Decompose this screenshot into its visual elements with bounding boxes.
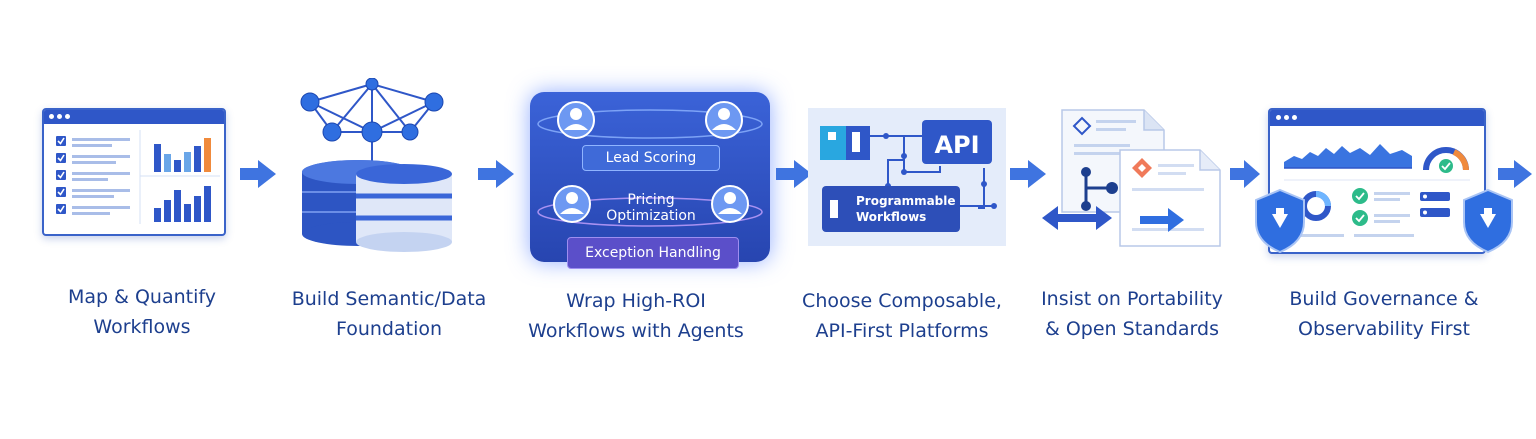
api-workflow-icon — [808, 108, 1006, 246]
step6-caption-line1: Build Governance & — [1289, 288, 1479, 310]
agents-icon — [537, 101, 763, 227]
step3-caption-line1: Wrap High-ROI — [566, 290, 706, 312]
shield-icon — [1463, 188, 1513, 254]
programmable-label-line1: Programmable — [856, 194, 956, 208]
step2-caption-line1: Build Semantic/Data — [291, 288, 487, 310]
database-network-icon — [300, 78, 452, 252]
pricing-label-line2: Optimization — [606, 208, 696, 224]
step4-caption-line1: Choose Composable, — [802, 290, 1002, 312]
step2-caption-line2: Foundation — [335, 318, 443, 340]
pricing-label-line1: Pricing — [627, 192, 675, 208]
documents-exchange-icon — [1042, 109, 1221, 247]
step4-caption-line2: API-First Platforms — [815, 320, 989, 342]
step1-caption-line2: Workflows — [93, 316, 191, 338]
arrow-icon — [478, 160, 514, 188]
arrow-icon — [1498, 160, 1532, 188]
lead-scoring-label: Lead Scoring — [582, 145, 720, 171]
programmable-label-line2: Workflows — [856, 210, 927, 224]
step3-caption-line2: Workflows with Agents — [528, 320, 744, 342]
step5-caption-line1: Insist on Portability — [1041, 288, 1223, 310]
shield-icon — [1255, 188, 1305, 254]
step6-caption-line2: Observability First — [1298, 318, 1470, 340]
api-label: API — [934, 131, 980, 159]
step5-caption-line2: & Open Standards — [1045, 318, 1219, 340]
checklist-chart-icon — [56, 130, 220, 224]
arrow-icon — [776, 160, 812, 188]
arrow-icon — [240, 160, 276, 188]
arrow-icon — [1010, 160, 1046, 188]
exception-handling-label: Exception Handling — [567, 237, 739, 269]
governance-dashboard-icon — [1268, 108, 1486, 254]
dashboard-window-icon — [42, 108, 226, 236]
arrow-icon — [1230, 160, 1260, 188]
metrics-icon — [1284, 144, 1470, 237]
step1-caption-line1: Map & Quantify — [67, 286, 216, 308]
